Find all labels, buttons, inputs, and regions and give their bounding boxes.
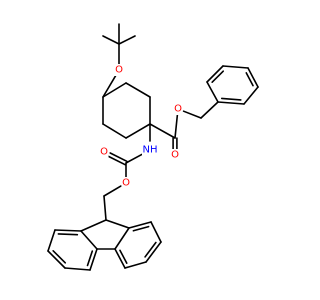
bond-c4a-c9a xyxy=(114,227,130,250)
bond-o_carb-ch2_fm xyxy=(103,185,122,197)
bond-bz3-bz4 xyxy=(247,67,259,88)
bond-c4b-c5-inner xyxy=(86,250,94,267)
bond-bz5-bz6 xyxy=(206,65,224,83)
bond-c6-c7-inner xyxy=(52,249,67,264)
bond-ch2_fm-c9 xyxy=(103,195,107,221)
bond-c9a-c1-inner xyxy=(132,225,150,232)
bond-c4-c4a-inner xyxy=(119,249,128,264)
bond-c_carb-o_carb_db-second xyxy=(107,155,126,166)
bond-c5-c6 xyxy=(64,267,91,271)
bond-bz4-bz5 xyxy=(222,65,249,69)
bond-c2-c3-inner xyxy=(144,241,157,258)
bond-bz2-bz3 xyxy=(243,86,259,105)
atom-label-background xyxy=(121,177,131,189)
bond-bz1-bz2 xyxy=(217,101,245,105)
bond-c3-c4 xyxy=(124,261,147,269)
bond-bz6-bz1 xyxy=(206,81,219,103)
structure-canvas: O O O NH O O xyxy=(47,23,259,271)
bond-c8-c8a-inner xyxy=(57,233,79,236)
bond-ch2_bn-bz1 xyxy=(200,101,219,119)
bond-cq-me2 xyxy=(118,35,136,45)
bond-c4-c4a xyxy=(114,248,126,269)
atom-label-o_est: O xyxy=(174,104,182,115)
bond-c9a-c1 xyxy=(128,221,152,229)
atom-label-background xyxy=(99,146,109,158)
atom-label-background xyxy=(114,64,124,76)
bond-c_carb-o_carb_db xyxy=(109,152,128,163)
bond-c1-c2 xyxy=(150,221,162,243)
atom-label-layer: O O O NH O O xyxy=(99,64,183,189)
atom-label-o_est_db: O xyxy=(171,150,179,161)
atom-label-background xyxy=(170,149,180,161)
bond-c9-c8a xyxy=(80,219,107,232)
bond-ch1-c_est xyxy=(149,123,176,139)
atom-label-background xyxy=(173,103,183,115)
bond-c8-c8a xyxy=(54,229,82,232)
bond-c8a-c4b xyxy=(80,230,98,250)
bond-bz3-bz4-inner xyxy=(245,72,254,87)
atom-label-background xyxy=(142,144,158,156)
bond-cq-me1 xyxy=(102,35,120,45)
atom-label-o_tbu: O xyxy=(115,65,123,76)
bond-ch2-ch3 xyxy=(102,123,127,139)
bond-layer xyxy=(47,23,259,271)
bond-c_est-o_est xyxy=(174,114,179,139)
bond-c7-c8 xyxy=(47,229,56,252)
bond-ch1-ch2 xyxy=(125,123,151,139)
bond-ch5-ch6 xyxy=(125,82,151,98)
bond-c4b-c5 xyxy=(89,248,98,271)
atom-label-n: NH xyxy=(143,145,158,156)
bond-o_est-ch2_bn xyxy=(182,110,202,119)
atom-label-o_carb: O xyxy=(122,178,130,189)
bond-c6-c7 xyxy=(47,250,66,269)
bond-c9-c9a xyxy=(105,219,130,229)
bond-bz5-bz6-inner xyxy=(211,70,225,84)
bond-c2-c3 xyxy=(145,241,162,263)
molecule-structure: O O O NH O O xyxy=(47,23,259,271)
bond-ch4-ch5 xyxy=(102,82,127,98)
bond-bz1-bz2-inner xyxy=(220,97,242,101)
bond-ch4-o_tbu xyxy=(102,74,117,98)
atom-label-o_carb_db: O xyxy=(100,147,108,158)
bond-n-c_carb xyxy=(125,153,143,164)
